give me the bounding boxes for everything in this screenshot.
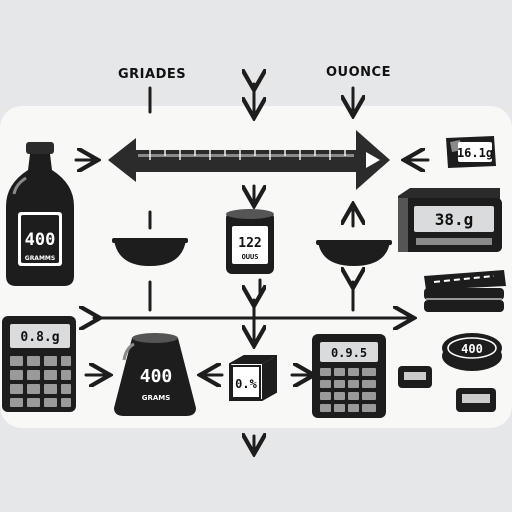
calculator-right-icon: 0.9.5 <box>312 334 386 418</box>
grams-heading: GRIADES <box>118 67 186 82</box>
weight-center-unit: GRAMS <box>142 394 171 402</box>
coin-icon: 400 <box>442 333 502 371</box>
weight-stack-icon <box>424 270 506 312</box>
cylinder-icon: 122 OUUS <box>226 209 274 274</box>
right-bowl-icon <box>316 240 392 266</box>
cube-value: 0.% <box>235 377 257 391</box>
tag-icon: 16.1g <box>446 136 496 168</box>
weight-center-icon: 400 GRAMS <box>114 333 196 416</box>
cube-icon: 0.% <box>229 355 277 401</box>
coin-value: 400 <box>461 342 483 356</box>
ounce-heading: OUONCE <box>326 65 391 80</box>
connector-arrows <box>74 84 430 448</box>
tag-value: 16.1g <box>457 146 493 160</box>
bottle-icon: 400 GRAMMS <box>6 142 74 286</box>
ruler-icon <box>108 130 390 190</box>
scale-icon: 38.g <box>398 188 502 252</box>
cylinder-value: 122 <box>238 236 261 251</box>
small-box-icon <box>398 366 432 388</box>
calculator-left-display: 0.8.g <box>20 330 59 345</box>
calculator-right-display: 0.9.5 <box>331 346 367 360</box>
bottle-unit: GRAMMS <box>25 255 55 262</box>
calculator-left-icon: 0.8.g <box>2 316 76 412</box>
weight-center-value: 400 <box>140 366 173 387</box>
small-box-icon <box>456 388 496 412</box>
bottle-value: 400 <box>25 230 56 250</box>
scale-display: 38.g <box>435 210 474 229</box>
left-bowl-icon <box>112 238 188 266</box>
cylinder-unit: OUUS <box>242 253 259 261</box>
